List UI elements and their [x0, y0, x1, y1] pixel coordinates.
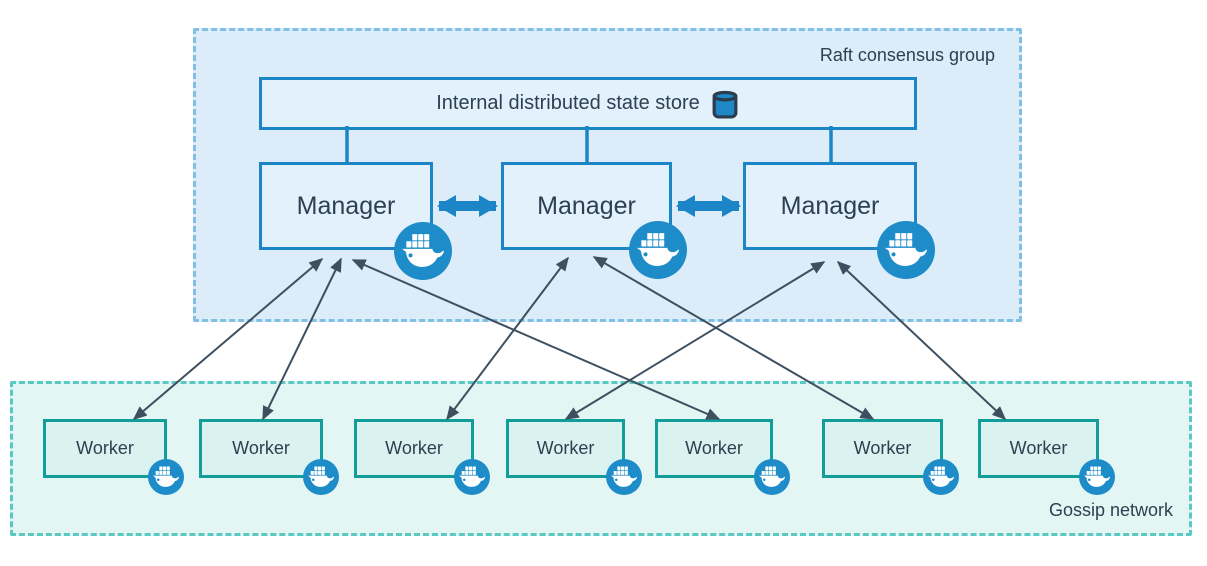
worker-3-label: Worker: [385, 438, 443, 458]
worker-node-2: Worker: [199, 419, 323, 478]
worker-5-label: Worker: [685, 438, 743, 458]
state-store-bar: Internal distributed state store: [259, 77, 917, 130]
manager-node-1: Manager: [259, 162, 433, 250]
worker-1-label: Worker: [76, 438, 134, 458]
raft-group-label: Raft consensus group: [819, 45, 995, 65]
manager-node-3: Manager: [743, 162, 917, 250]
worker-node-7: Worker: [978, 419, 1099, 478]
manager-1-label: Manager: [296, 191, 396, 220]
worker-node-4: Worker: [506, 419, 625, 478]
state-store-label: Internal distributed state store: [436, 92, 700, 114]
worker-4-label: Worker: [536, 438, 595, 458]
worker-node-6: Worker: [822, 419, 943, 478]
worker-node-1: Worker: [43, 419, 167, 478]
worker-node-3: Worker: [354, 419, 474, 478]
manager-node-2: Manager: [501, 162, 672, 250]
manager-2-label: Manager: [537, 191, 636, 220]
worker-node-5: Worker: [655, 419, 773, 478]
database-icon: [710, 88, 740, 120]
worker-6-label: Worker: [853, 438, 912, 458]
worker-2-label: Worker: [232, 438, 290, 458]
gossip-group-label: Gossip network: [1048, 500, 1173, 520]
worker-7-label: Worker: [1009, 438, 1068, 458]
manager-3-label: Manager: [780, 191, 880, 220]
